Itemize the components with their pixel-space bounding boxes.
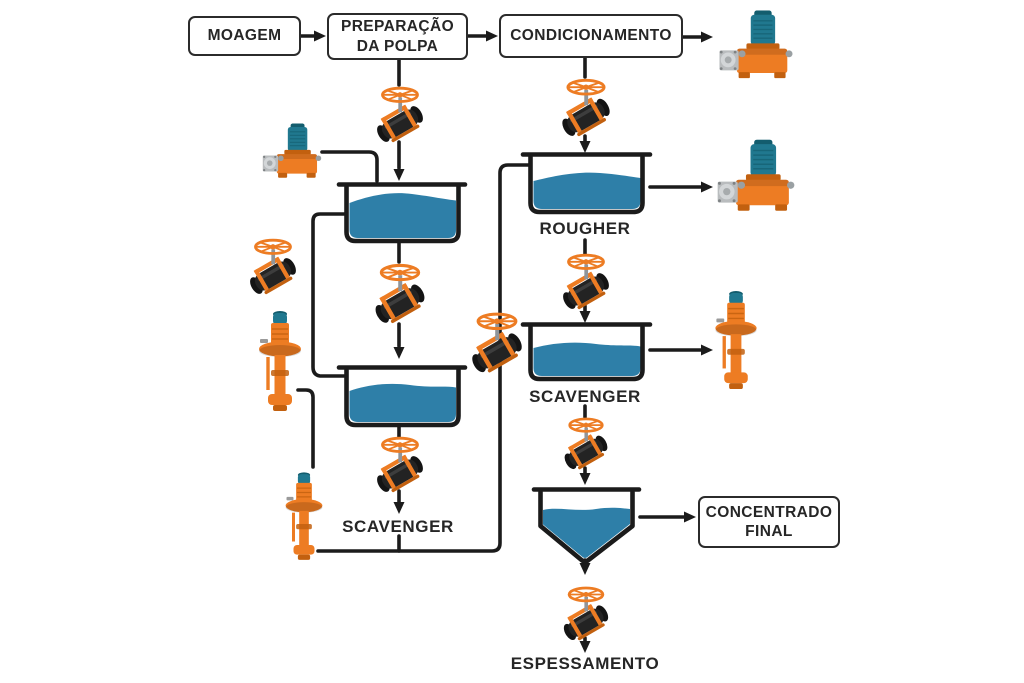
line-left-pump-to-tank1 <box>320 150 379 183</box>
box-condicionamento: CONDICIONAMENTO <box>499 14 683 58</box>
box-concentrado-final: CONCENTRADO FINAL <box>698 496 840 548</box>
pinch-valve-icon-preparacao <box>372 84 428 144</box>
pinch-valve-icon-rougher-underflow <box>558 251 614 311</box>
box-preparacao-da-polpa: PREPARAÇÃO DA POLPA <box>327 13 468 60</box>
box-moagem-label: MOAGEM <box>207 27 282 45</box>
label-espessamento: ESPESSAMENTO <box>510 654 660 673</box>
pinch-valve-icon-left-spare <box>246 236 300 296</box>
label-scavenger-left: SCAVENGER <box>342 517 454 536</box>
pinch-valve-icon-espessamento <box>558 584 614 642</box>
pinch-valve-icon-tank2-underflow <box>372 434 428 494</box>
vertical-sump-pump-icon-scavenger <box>712 290 760 392</box>
label-rougher: ROUGHER <box>539 219 631 238</box>
thickener-cone <box>531 487 642 564</box>
rougher-cell <box>520 152 653 215</box>
pinch-valve-icon-tank1-underflow <box>372 261 428 325</box>
box-concentrado-final-label: CONCENTRADO FINAL <box>705 503 833 540</box>
box-condicionamento-label: CONDICIONAMENTO <box>510 27 672 45</box>
scavenger-cell-right <box>520 322 653 382</box>
vertical-sump-pump-icon-midleft <box>256 298 304 426</box>
scavenger-cell-left <box>336 365 468 428</box>
tank-cell-left-1 <box>336 182 468 244</box>
label-scavenger-right: SCAVENGER <box>529 387 641 406</box>
metering-pump-icon-left <box>260 112 324 192</box>
pinch-valve-icon-recirculation <box>470 308 524 376</box>
line-midleft-pump-down <box>296 388 315 469</box>
pinch-valve-icon-condicionamento <box>558 76 614 138</box>
pinch-valve-icon-scavenger-underflow <box>558 415 614 471</box>
box-preparacao-label: PREPARAÇÃO DA POLPA <box>340 18 455 55</box>
box-moagem: MOAGEM <box>188 16 301 56</box>
metering-pump-icon-rougher <box>714 138 798 216</box>
metering-pump-icon-top-right <box>716 8 796 84</box>
line-tank1-to-tank2 <box>311 212 348 378</box>
vertical-sump-pump-icon-bottomleft <box>283 466 325 568</box>
